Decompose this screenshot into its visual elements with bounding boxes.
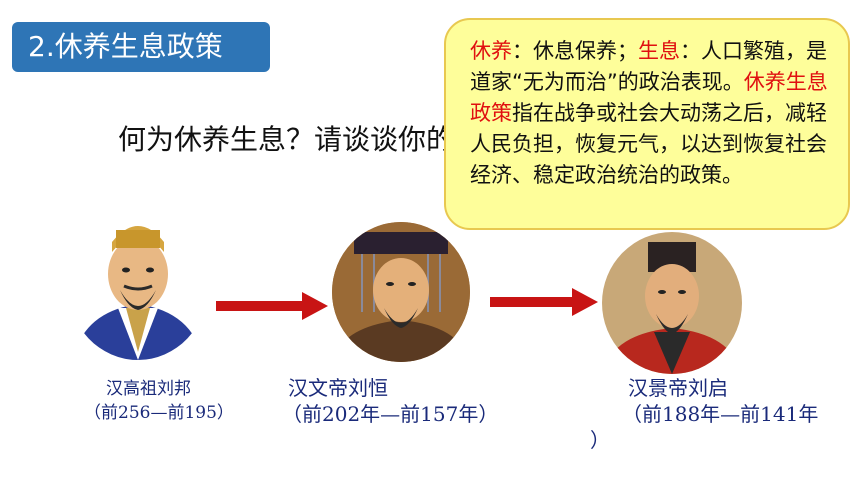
emperor-name: 汉文帝刘恒 bbox=[288, 376, 388, 400]
arrow-right-icon bbox=[490, 288, 598, 316]
arrow-right-icon bbox=[216, 292, 328, 320]
definition-text: 指在战争或社会大动荡之后，减轻人民负担，恢复元气，以达到恢复社会经济、稳定政治统… bbox=[470, 101, 827, 187]
definition-text: ：休息保养； bbox=[512, 39, 638, 63]
portrait-liu-heng bbox=[332, 222, 470, 362]
definition-callout: 休养：休息保养；生息：人口繁殖，是道家“无为而治”的政治表现。休养生息政策指在战… bbox=[444, 18, 850, 230]
emperor-dates: （前256—前195） bbox=[84, 403, 234, 423]
emperor-name: 汉景帝刘启 bbox=[628, 376, 728, 400]
term-shengxi: 生息 bbox=[638, 39, 680, 63]
definition-text: ：人口繁殖，是道家“无为而治”的政治表现。 bbox=[470, 39, 827, 94]
portrait-liu-bang bbox=[68, 212, 208, 360]
section-title: 2.休养生息政策 bbox=[12, 22, 270, 72]
term-xiuyang: 休养 bbox=[470, 39, 512, 63]
emperor-name: 汉高祖刘邦 bbox=[106, 379, 191, 399]
term-policy: 休养生息政策 bbox=[470, 70, 828, 125]
emperor-dates-tail: ） bbox=[590, 428, 610, 452]
portrait-liu-qi bbox=[602, 232, 742, 374]
emperor-dates: （前202年—前157年） bbox=[282, 402, 499, 426]
emperor-dates: （前188年—前141年 bbox=[622, 402, 819, 426]
question-text: 何为休养生息？请谈谈你的理解。 bbox=[118, 123, 448, 156]
